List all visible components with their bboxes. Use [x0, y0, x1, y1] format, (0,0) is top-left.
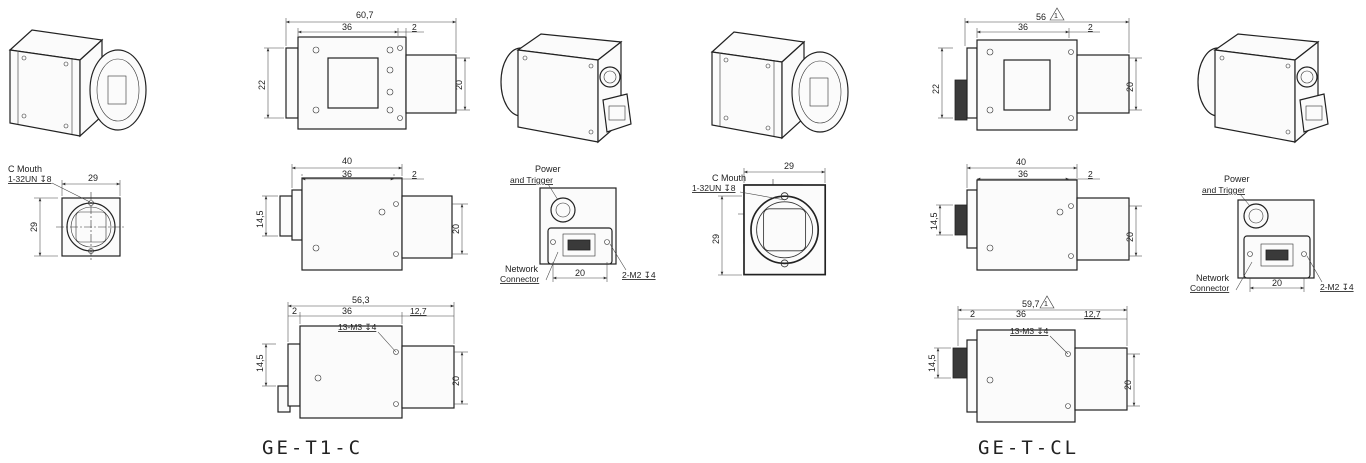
cl-bottom-screw-note: 13-M3 ↧4	[1010, 326, 1049, 336]
lens-label-2: 1-32UN ↧8	[8, 174, 52, 184]
top-width-dim: 60,7	[356, 10, 374, 20]
cl-network-label-1: Network	[1196, 273, 1230, 283]
cl-side-width-dim: 40	[1016, 157, 1026, 167]
cl-side-offset-dim: 2	[1088, 169, 1093, 179]
bottom-left-height: 14,5	[255, 354, 265, 372]
cl-bottom-right-offset: 12,7	[1084, 309, 1101, 319]
power-label-2: and Trigger	[510, 175, 553, 185]
bottom-view: 56,3 2 36 12,7 13-M3 ↧4 14,5 20	[255, 295, 468, 419]
model-1-title: GE-T1-C	[262, 437, 363, 459]
front2-lens-label-2: 1-32UN ↧8	[692, 183, 736, 193]
front-top-dim: 29	[88, 173, 98, 183]
network-label-1: Network	[505, 264, 539, 274]
cl-bottom-view: 59,7 1 2 36 12,7 13-M3 ↧4 14,5 20	[927, 295, 1140, 423]
cl-side-right-height: 20	[1125, 232, 1135, 242]
cl-bottom-left-height: 14,5	[927, 354, 937, 372]
cl-bottom-inner-dim: 36	[1016, 309, 1026, 319]
cl-iso-view-rear	[1197, 33, 1329, 143]
model-1-drawings: 29 29 C Mouth 1-32UN ↧8 60,7 36	[8, 10, 849, 419]
cl-power-label-2: and Trigger	[1202, 185, 1245, 195]
cl-bottom-left-offset: 2	[970, 309, 975, 319]
cl-top-rev-mark: 1	[1054, 13, 1058, 20]
cl-bottom-rev-mark: 1	[1044, 301, 1048, 308]
bottom-width-dim: 56,3	[352, 295, 370, 305]
cl-side-left-height: 14,5	[929, 212, 939, 230]
cl-network-label-2: Connector	[1190, 283, 1229, 293]
front-view: 29 29 C Mouth 1-32UN ↧8	[8, 164, 127, 263]
cl-bottom-width-dim: 59,7	[1022, 299, 1040, 309]
bottom-screw-note: 13-M3 ↧4	[338, 322, 377, 332]
power-label-1: Power	[535, 164, 561, 174]
back-screw-note: 2-M2 ↧4	[622, 270, 656, 280]
lens-label-1: C Mouth	[8, 164, 42, 174]
cl-bottom-right-height: 20	[1123, 380, 1133, 390]
cl-top-inner-dim: 36	[1018, 22, 1028, 32]
cl-top-view: 56 1 36 2 22 20	[931, 7, 1142, 131]
top-left-height: 22	[257, 80, 267, 90]
side-inner-dim: 36	[342, 169, 352, 179]
cl-power-label-1: Power	[1224, 174, 1250, 184]
back-view: Power and Trigger Network Connector 20 2…	[500, 164, 656, 284]
front-view-2: 29 29 C Mouth 1-32UN ↧8	[692, 161, 827, 276]
top-offset-dim: 2	[412, 22, 417, 32]
bottom-right-height: 20	[451, 376, 461, 386]
cl-top-left-height: 22	[931, 84, 941, 94]
model-2-drawings: 56 1 36 2 22 20 40 36	[927, 7, 1354, 423]
side-left-height: 14,5	[255, 210, 265, 228]
cl-side-inner-dim: 36	[1018, 169, 1028, 179]
cl-side-view: 40 36 2 14,5 20	[929, 157, 1142, 271]
iso-view-front	[9, 29, 147, 137]
iso-view-front-2	[711, 31, 849, 139]
bottom-inner-dim: 36	[342, 306, 352, 316]
back-width-dim: 20	[575, 268, 585, 278]
cl-back-width-dim: 20	[1272, 278, 1282, 288]
side-offset-dim: 2	[412, 169, 417, 179]
cl-top-right-height: 20	[1125, 82, 1135, 92]
network-label-2: Connector	[500, 274, 539, 284]
front-side-dim: 29	[29, 222, 39, 232]
top-inner-dim: 36	[342, 22, 352, 32]
side-width-dim: 40	[342, 156, 352, 166]
front2-side-dim: 29	[711, 234, 721, 244]
bottom-right-offset: 12,7	[410, 306, 427, 316]
cl-back-screw-note: 2-M2 ↧4	[1320, 282, 1354, 292]
side-right-height: 20	[451, 224, 461, 234]
bottom-left-offset: 2	[292, 306, 297, 316]
top-right-height: 20	[454, 80, 464, 90]
model-2-title: GE-T-CL	[978, 437, 1079, 459]
front2-lens-label-1: C Mouth	[712, 173, 746, 183]
iso-view-rear	[500, 33, 632, 143]
cl-back-view: Power and Trigger Network Connector 20 2…	[1190, 174, 1354, 293]
side-view: 40 36 2 14,5 20	[255, 156, 468, 271]
cl-top-width-dim: 56	[1036, 12, 1046, 22]
cl-top-offset-dim: 2	[1088, 22, 1093, 32]
top-view: 60,7 36 2 22 20	[257, 10, 470, 130]
front2-top-dim: 29	[784, 161, 794, 171]
